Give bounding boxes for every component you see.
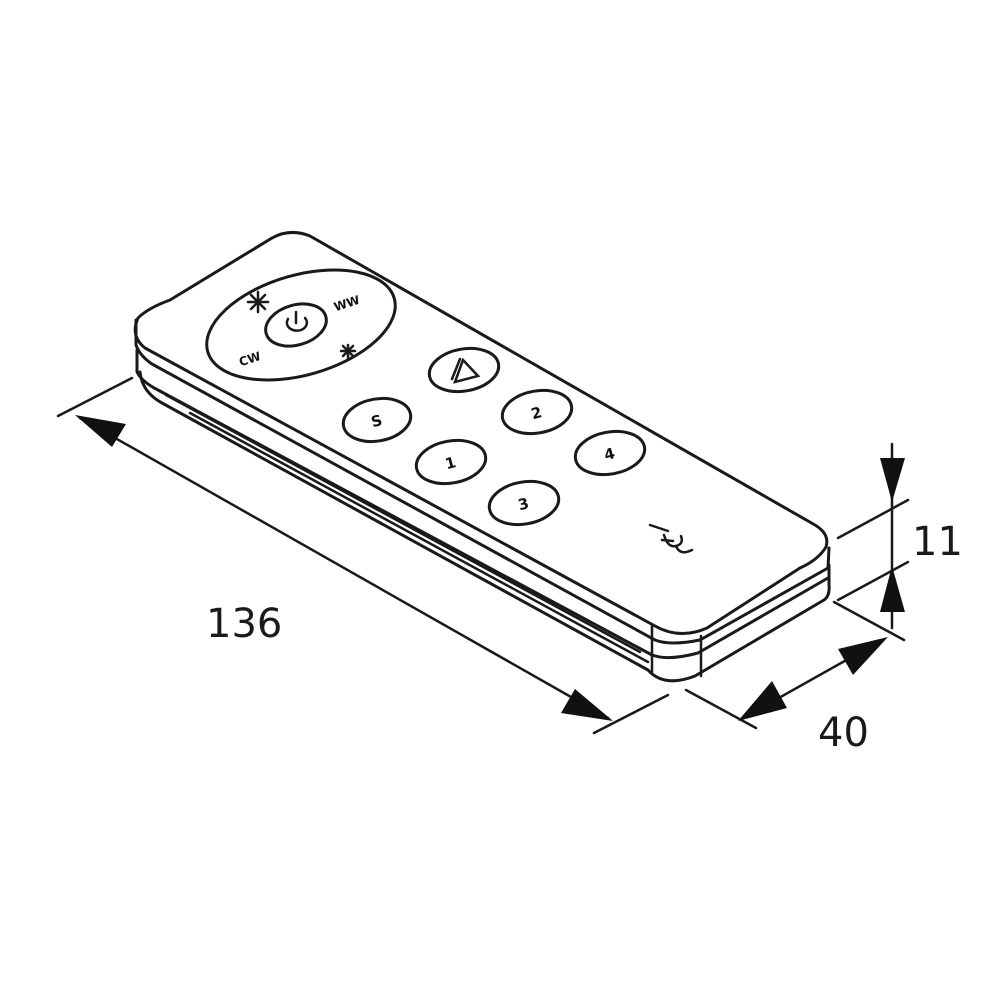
- signal-logo-icon: [648, 523, 694, 554]
- height-arrow-top: [880, 458, 905, 502]
- remote-bottom-edge: [138, 370, 831, 683]
- length-arrow-left: [75, 415, 126, 447]
- dial-ring[interactable]: [194, 250, 408, 400]
- sun-large-icon: [246, 290, 270, 314]
- length-arrow-right: [561, 689, 613, 721]
- button-3-label: 3: [516, 494, 531, 514]
- remote-side-line-1: [164, 393, 642, 654]
- width-arrow-left: [738, 681, 787, 721]
- width-label: 40: [818, 710, 869, 756]
- play-triangle-icon: [450, 357, 481, 384]
- button-4-label: 4: [602, 444, 617, 464]
- height-dimension: 11: [836, 442, 963, 630]
- height-arrow-bottom: [880, 566, 905, 612]
- height-label: 11: [912, 519, 963, 565]
- button-4[interactable]: 4: [572, 426, 648, 480]
- width-arrow-right: [838, 637, 888, 675]
- width-dimension: 40: [684, 600, 906, 756]
- remote-top-face: [133, 231, 829, 635]
- length-dimension: 136: [56, 376, 670, 735]
- button-3[interactable]: 3: [486, 476, 562, 530]
- cw-label: CW: [237, 349, 262, 369]
- button-2[interactable]: 2: [499, 385, 575, 439]
- button-1[interactable]: 1: [413, 435, 489, 489]
- power-icon: [285, 310, 309, 332]
- button-s-label: S: [369, 411, 384, 431]
- power-button[interactable]: [261, 297, 332, 353]
- length-label: 136: [206, 601, 282, 647]
- button-1-label: 1: [443, 453, 458, 473]
- remote-seam-upper: [134, 318, 831, 645]
- play-button[interactable]: [426, 343, 502, 397]
- remote-body: [133, 231, 831, 683]
- button-2-label: 2: [529, 403, 544, 423]
- ww-label: WW: [332, 293, 362, 314]
- button-s[interactable]: S: [340, 393, 414, 446]
- remote-side-line-2: [188, 411, 650, 664]
- color-dial[interactable]: CW WW: [194, 250, 408, 400]
- sun-small-icon: [339, 343, 357, 360]
